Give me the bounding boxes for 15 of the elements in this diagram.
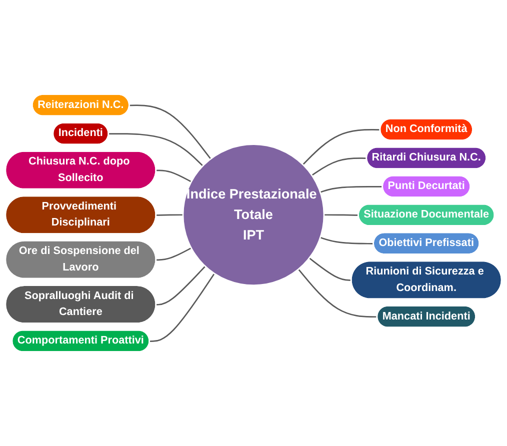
connector <box>324 214 359 216</box>
connector <box>156 170 192 182</box>
connector <box>156 214 183 216</box>
node-circle: Indice Prestazionale Totale IPT <box>182 144 325 286</box>
connector <box>311 158 367 176</box>
connector <box>156 247 192 261</box>
connector <box>156 266 206 306</box>
connector <box>130 104 212 160</box>
connector <box>320 236 374 244</box>
connector <box>320 186 383 193</box>
connector <box>298 268 378 318</box>
connector <box>308 257 352 281</box>
connector <box>150 273 215 342</box>
connector <box>108 133 204 166</box>
connector <box>302 129 380 166</box>
